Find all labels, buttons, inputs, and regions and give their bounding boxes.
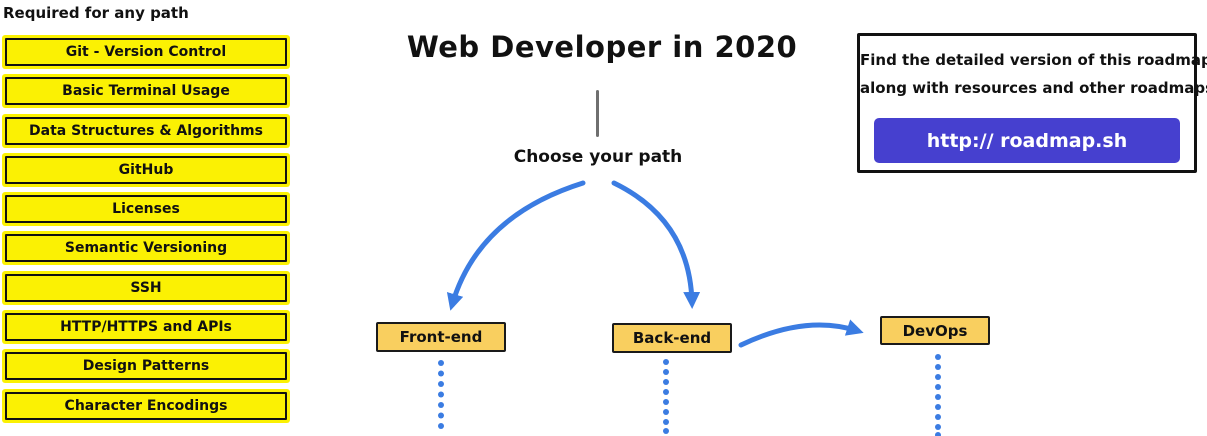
topic-ssh[interactable]: SSH [5, 273, 287, 302]
topic-http[interactable]: HTTP/HTTPS and APIs [5, 313, 287, 342]
required-section-title: Required for any path [3, 4, 189, 22]
topic-terminal[interactable]: Basic Terminal Usage [5, 77, 287, 106]
topic-data-structures[interactable]: Data Structures & Algorithms [5, 116, 287, 145]
topic-encodings[interactable]: Character Encodings [5, 391, 287, 420]
topic-licenses[interactable]: Licenses [5, 195, 287, 224]
topic-github[interactable]: GitHub [5, 155, 287, 184]
dotted-continuation-lines [438, 354, 941, 436]
path-node-frontend[interactable]: Front-end [376, 322, 506, 352]
topic-design-patterns[interactable]: Design Patterns [5, 352, 287, 381]
info-line-2: along with resources and other roadmaps [860, 79, 1207, 97]
arrow-to-backend [611, 180, 701, 309]
topic-semver[interactable]: Semantic Versioning [5, 234, 287, 263]
title-stem-line [596, 90, 599, 137]
info-box: Find the detailed version of this roadma… [857, 33, 1207, 173]
path-node-backend[interactable]: Back-end [612, 323, 732, 353]
path-node-devops[interactable]: DevOps [880, 316, 990, 345]
choose-path-label: Choose your path [513, 147, 683, 167]
arrow-backend-to-devops [738, 319, 864, 348]
roadmap-url-button[interactable]: http:// roadmap.sh [874, 118, 1180, 163]
topic-git[interactable]: Git - Version Control [5, 38, 287, 66]
arrow-to-frontend [446, 180, 586, 311]
page-title: Web Developer in 2020 [406, 30, 798, 64]
info-line-1: Find the detailed version of this roadma… [860, 51, 1207, 69]
required-topic-list: Git - Version Control Basic Terminal Usa… [5, 38, 287, 420]
